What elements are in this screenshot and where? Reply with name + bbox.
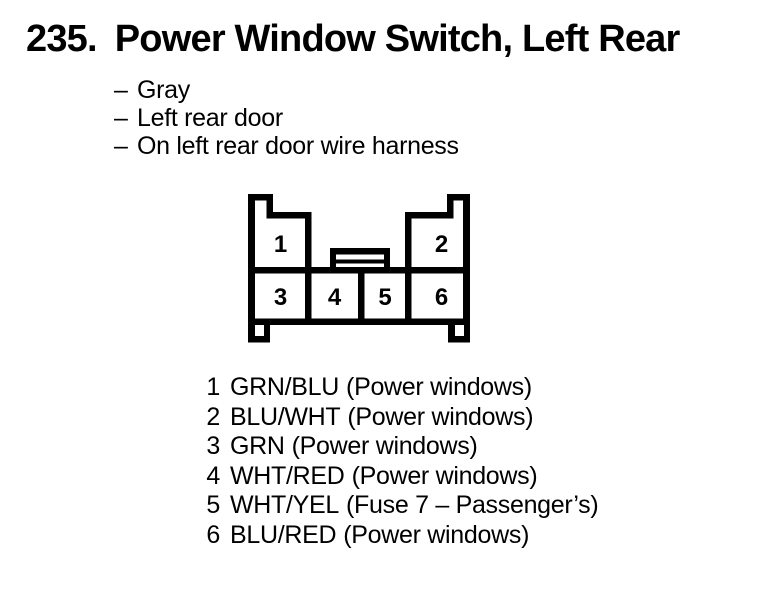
pin-number: 2 [206, 402, 220, 431]
pin-wire-color: BLU/WHT [230, 402, 341, 431]
connector-diagram: 1 2 3 4 5 6 [248, 194, 470, 343]
cavity-number-2: 2 [435, 231, 448, 258]
pin-legend: 1 GRN/BLU (Power windows) 2 BLU/WHT (Pow… [193, 373, 598, 550]
pin-number: 1 [206, 373, 220, 401]
cavity-number-5: 5 [378, 284, 391, 311]
pin-function: (Power windows) [346, 373, 532, 401]
connector-outline [248, 194, 470, 343]
cavity-5 [364, 273, 405, 319]
pin-wire-color: GRN/BLU [230, 373, 340, 401]
pin-row: 4 WHT/RED (Power windows) [193, 462, 598, 492]
latch-stripe [336, 254, 384, 260]
pin-function: (Power windows) [343, 520, 530, 549]
pin-row: 2 BLU/WHT (Power windows) [193, 403, 598, 433]
cavity-number-3: 3 [274, 284, 287, 311]
note-text: On left rear door wire harness [137, 132, 459, 160]
tab-notch-left [255, 200, 267, 220]
pin-row: 1 GRN/BLU (Power windows) [193, 373, 598, 403]
pin-row: 3 GRN (Power windows) [193, 432, 598, 462]
pin-number: 5 [206, 491, 220, 519]
cavity-1 [255, 218, 305, 267]
note-item: – Gray [114, 76, 459, 104]
cavity-number-6: 6 [435, 284, 448, 311]
note-item: – Left rear door [114, 104, 459, 132]
note-item: – On left rear door wire harness [114, 132, 459, 160]
note-text: Left rear door [137, 104, 283, 132]
cavity-4 [311, 273, 358, 319]
pin-wire-color: BLU/RED [230, 520, 337, 549]
cavity-number-4: 4 [328, 284, 342, 311]
foot-notch-right [455, 325, 464, 336]
pin-function: (Power windows) [291, 432, 478, 460]
pin-wire-color: GRN [230, 432, 285, 460]
pin-wire-color: WHT/YEL [230, 491, 340, 519]
pin-number: 6 [206, 520, 220, 549]
pin-function: (Power windows) [347, 402, 534, 431]
pin-function: (Power windows) [351, 461, 538, 490]
cavity-number-1: 1 [274, 231, 287, 258]
pin-wire-color: WHT/RED [230, 461, 345, 490]
pin-row: 5 WHT/YEL (Fuse 7 – Passenger’s) [193, 491, 598, 521]
tab-notch-right [453, 200, 463, 220]
pin-row: 6 BLU/RED (Power windows) [193, 521, 598, 551]
dash-marker: – [114, 132, 128, 160]
pin-number: 3 [206, 432, 220, 460]
pin-number: 4 [206, 461, 220, 490]
dash-marker: – [114, 104, 128, 132]
latch-stripe [336, 263, 384, 267]
note-text: Gray [137, 76, 190, 104]
dash-marker: – [114, 76, 128, 104]
notes-list: – Gray – Left rear door – On left rear d… [114, 76, 459, 160]
figure-number: 235. [26, 18, 98, 60]
cavity-3 [255, 273, 305, 319]
cavity-2 [411, 218, 463, 267]
page-title: 235. Power Window Switch, Left Rear [26, 17, 680, 61]
cavity-6 [411, 273, 463, 319]
foot-notch-left [255, 325, 264, 336]
pin-function: (Fuse 7 – Passenger’s) [346, 491, 599, 519]
figure-title: Power Window Switch, Left Rear [114, 18, 681, 60]
